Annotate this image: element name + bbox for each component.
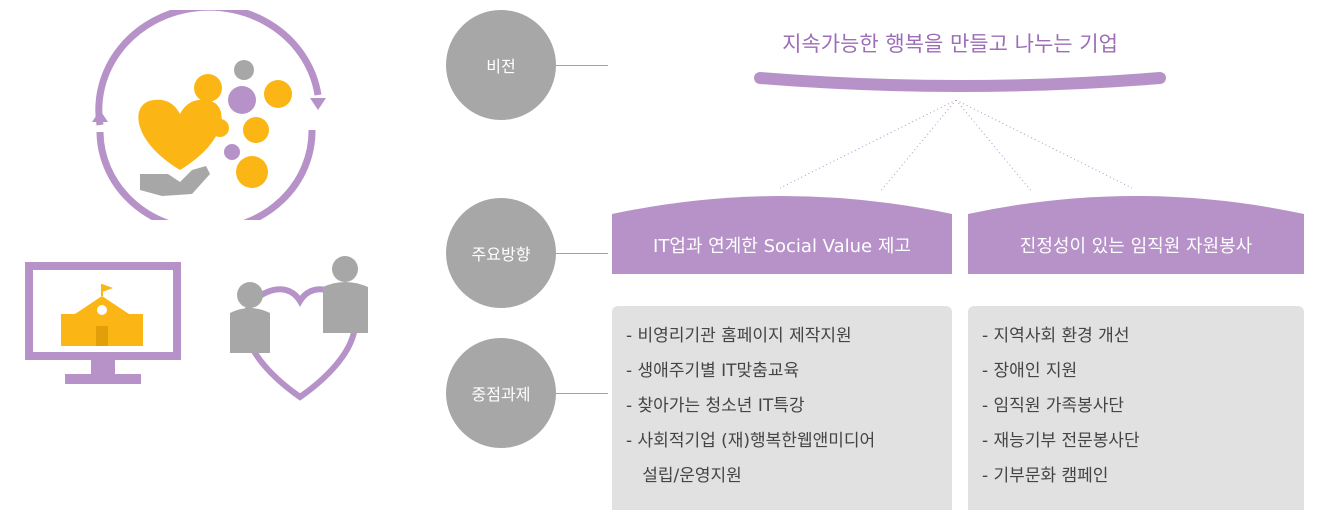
direction-text-2: 진정성이 있는 임직원 자원봉사 <box>1019 236 1253 257</box>
tasks-connector <box>556 393 608 394</box>
vision-arc <box>754 72 1166 92</box>
task-item: 설립/운영지원 <box>626 466 742 486</box>
task-item: - 사회적기업 (재)행복한웹앤미디어 <box>626 431 876 451</box>
task-item: - 비영리기관 홈페이지 제작지원 <box>626 326 852 346</box>
task-item: - 임직원 가족봉사단 <box>982 396 1125 416</box>
vision-text: 지속가능한 행복을 만들고 나누는 기업 <box>782 32 1118 56</box>
task-item: - 생애주기별 IT맞춤교육 <box>626 361 800 381</box>
task-item: - 지역사회 환경 개선 <box>982 326 1130 346</box>
direction-text-1: IT업과 연계한 Social Value 제고 <box>653 236 911 257</box>
direction-box-1: IT업과 연계한 Social Value 제고 <box>612 186 952 274</box>
monitor-school-icon <box>25 262 181 384</box>
task-box-2: - 지역사회 환경 개선 - 장애인 지원 - 임직원 가족봉사단 - 재능기부… <box>968 306 1304 510</box>
vision-connector <box>556 65 608 66</box>
direction-box-2: 진정성이 있는 임직원 자원봉사 <box>968 186 1304 274</box>
heart-hand-cycle-icon <box>92 10 326 220</box>
direction-connector <box>556 253 608 254</box>
task-item: - 기부문화 캠페인 <box>982 466 1109 486</box>
task-item: - 재능기부 전문봉사단 <box>982 431 1140 451</box>
people-heart-icon <box>230 256 368 401</box>
direction-label: 주요방향 <box>446 198 556 308</box>
task-item: - 찾아가는 청소년 IT특강 <box>626 396 805 416</box>
task-box-1: - 비영리기관 홈페이지 제작지원 - 생애주기별 IT맞춤교육 - 찾아가는 … <box>612 306 952 510</box>
vision-dotted-lines <box>779 100 1133 193</box>
task-item: - 장애인 지원 <box>982 361 1078 381</box>
vision-label: 비전 <box>446 10 556 120</box>
tasks-label: 중점과제 <box>446 338 556 448</box>
